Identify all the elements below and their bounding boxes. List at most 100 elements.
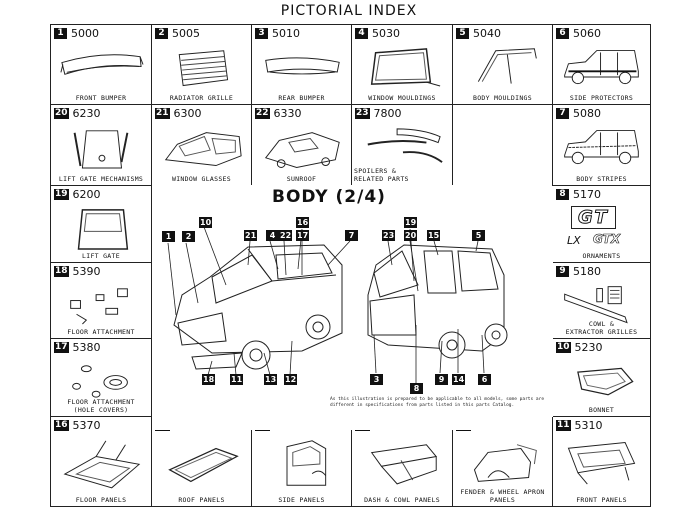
- index-cell-blank: [453, 105, 553, 186]
- cell-number: 23: [355, 108, 370, 119]
- sunroof-illustration: [264, 132, 340, 168]
- callout-3: 3: [370, 374, 383, 385]
- index-cell-side-panels[interactable]: 145340 SIDE PANELS: [252, 417, 352, 507]
- roof-panels-illustration: [168, 447, 239, 483]
- body-section-title: BODY (2/4): [272, 187, 386, 207]
- index-cell-fender-wheel-apron[interactable]: 125320 FENDER & WHEEL APRON PANELS: [453, 417, 553, 507]
- cell-label: ROOF PANELS: [178, 496, 225, 504]
- callout-5: 5: [472, 230, 485, 241]
- cell-number: 7: [556, 108, 569, 119]
- cell-number: 17: [54, 342, 69, 353]
- gtx-badge: GTX: [593, 232, 621, 247]
- callout-8: 8: [410, 383, 423, 394]
- index-cell-roof-panels[interactable]: 155360 ROOF PANELS: [152, 417, 252, 507]
- front-bumper-illustration: [60, 54, 144, 75]
- cell-label: RADIATOR GRILLE: [169, 94, 234, 102]
- cell-label: LIFT GATE MECHANISMS: [58, 175, 144, 183]
- cell-label: SPOILERS & RELATED PARTS: [354, 167, 409, 183]
- cell-label: REAR BUMPER: [278, 94, 325, 102]
- cell-code: 5060: [573, 27, 601, 40]
- body-mouldings-illustration: [477, 48, 537, 84]
- lx-badge: LX: [567, 234, 581, 247]
- cell-label: COWL & EXTRACTOR GRILLES: [565, 320, 638, 336]
- cell-code: 5310: [574, 419, 603, 432]
- cell-label: FENDER & WHEEL APRON PANELS: [460, 488, 545, 504]
- hole-covers-illustration: [72, 365, 128, 398]
- spoilers-illustration: [367, 128, 443, 163]
- callout-7: 7: [345, 230, 358, 241]
- cell-number: 19: [54, 189, 69, 200]
- cell-label: BODY STRIPES: [576, 175, 627, 183]
- cell-label: ORNAMENTS: [582, 252, 621, 260]
- cell-label: BODY MOULDINGS: [473, 94, 532, 102]
- cell-number: 16: [54, 420, 69, 431]
- callout-17: 17: [296, 230, 310, 241]
- callout-20: 20: [404, 230, 418, 241]
- callout-6: 6: [478, 374, 491, 385]
- body-exploded-view: [167, 226, 508, 383]
- page-title: PICTORIAL INDEX: [280, 3, 418, 19]
- cell-code: 5370: [72, 419, 101, 432]
- cell-number: 9: [556, 266, 569, 277]
- body-stripes-van-illustration: [564, 130, 639, 165]
- cell-code: 5030: [372, 27, 400, 40]
- lift-gate-mechanisms-illustration: [73, 130, 129, 169]
- cell-label: DASH & COWL PANELS: [364, 496, 440, 504]
- body-overview-panel: BODY (2/4): [152, 185, 552, 430]
- dash-cowl-panels-illustration: [370, 444, 438, 485]
- callout-15: 15: [427, 230, 441, 241]
- cell-number: 18: [54, 266, 69, 277]
- cell-code: 6330: [273, 107, 302, 120]
- callout-16: 16: [296, 217, 310, 228]
- cell-label: WINDOW MOULDINGS: [368, 94, 436, 102]
- cell-code: 7800: [373, 107, 402, 120]
- bonnet-illustration: [577, 367, 634, 396]
- callout-14: 14: [452, 374, 466, 385]
- callout-11: 11: [230, 374, 244, 385]
- index-cell-window-mouldings[interactable]: 4 5030 WINDOW MOULDINGS: [352, 25, 453, 105]
- side-protectors-van-illustration: [564, 50, 639, 85]
- cell-label: FLOOR PANELS: [75, 496, 127, 504]
- callout-1: 1: [162, 231, 175, 242]
- cell-label: BONNET: [588, 406, 615, 414]
- cell-code: 6300: [173, 107, 202, 120]
- cell-code: 5010: [272, 27, 300, 40]
- floor-panels-illustration: [63, 440, 141, 489]
- cell-label: LIFT GATE: [82, 252, 120, 260]
- cell-number: 2: [155, 28, 168, 39]
- index-cell-dash-cowl-panels[interactable]: 135330 DASH & COWL PANELS: [352, 417, 453, 507]
- cell-number: 22: [255, 108, 270, 119]
- cell-label: SIDE PANELS: [278, 496, 325, 504]
- index-cell-radiator-grille[interactable]: 2 5005 RADIATOR GRILLE: [152, 25, 252, 105]
- cell-label: SIDE PROTECTORS: [569, 94, 634, 102]
- callout-12: 12: [284, 374, 298, 385]
- window-mouldings-illustration: [370, 48, 441, 87]
- cell-code: 5005: [172, 27, 200, 40]
- cell-number: 5: [456, 28, 469, 39]
- callout-18: 18: [202, 374, 216, 385]
- floor-attachment-illustration: [70, 288, 128, 325]
- illustration-note: As this illustration is prepared to be a…: [330, 397, 545, 408]
- cell-label: WINDOW GLASSES: [172, 175, 231, 183]
- front-panels-illustration: [567, 442, 636, 485]
- callout-21: 21: [244, 230, 258, 241]
- cell-number: 4: [355, 28, 368, 39]
- cell-number: 8: [556, 189, 569, 200]
